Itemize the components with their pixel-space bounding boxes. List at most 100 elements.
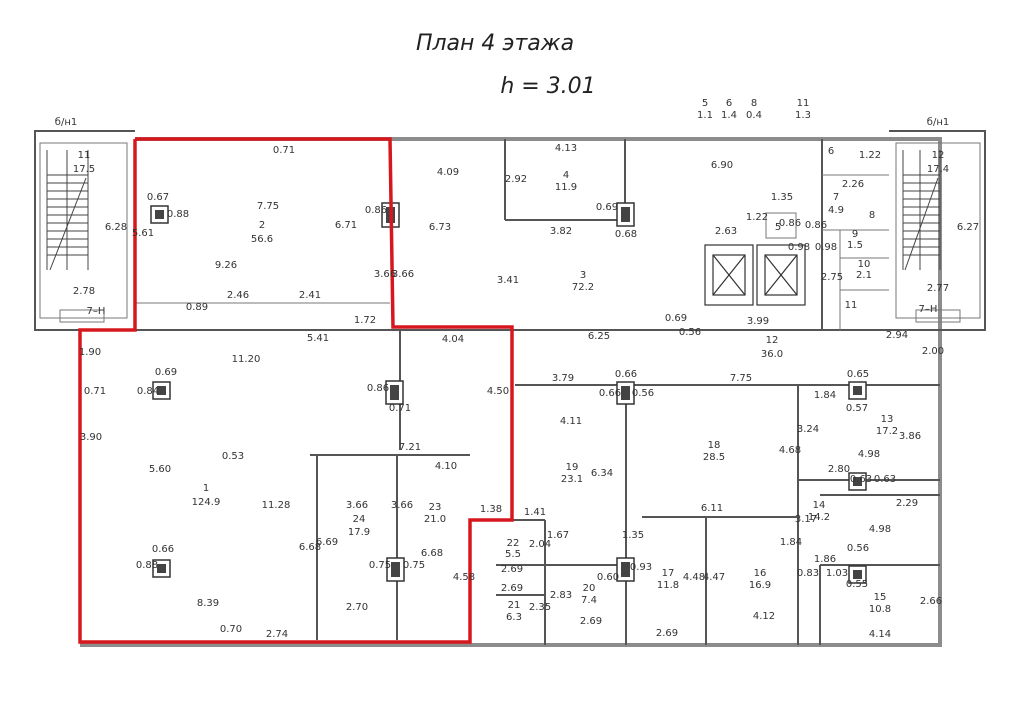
plan-label: 6.28	[105, 222, 127, 233]
plan-label: 11.20	[232, 354, 261, 365]
plan-label: 0.53	[222, 451, 244, 462]
plan-label: 1.22	[746, 212, 768, 223]
plan-label: 4.12	[753, 611, 775, 622]
plan-label: 3	[580, 270, 586, 281]
plan-label: 1.86	[814, 554, 836, 565]
stair-left	[34, 130, 135, 331]
plan-label: 3.99	[747, 316, 769, 327]
plan-label: 3.79	[552, 373, 574, 384]
plan-label: 11	[78, 150, 91, 161]
plan-label: 7.75	[257, 201, 279, 212]
plan-label: 23	[429, 502, 442, 513]
stair-right	[889, 130, 986, 331]
plan-label: 5.41	[307, 333, 329, 344]
plan-label: 18	[708, 440, 721, 451]
plan-label: 4.98	[869, 524, 891, 535]
plan-label: 2.00	[922, 346, 944, 357]
plan-label: 2.70	[346, 602, 368, 613]
plan-label: 9	[852, 229, 858, 240]
plan-label: 0.56	[632, 388, 654, 399]
plan-label: 6.69	[316, 537, 338, 548]
plan-label: 5.60	[149, 464, 171, 475]
plan-label: 4.58	[453, 572, 475, 583]
plan-label: 11.8	[657, 580, 679, 591]
plan-label: 2.74	[266, 629, 288, 640]
plan-label: 0.86	[779, 218, 801, 229]
plan-label: 2.26	[842, 179, 864, 190]
plan-label: 3.66	[392, 269, 414, 280]
plan-label: 6	[828, 146, 834, 157]
plan-label: 0.71	[273, 145, 295, 156]
plan-label: 0.70	[220, 624, 242, 635]
plan-label: 0.88	[136, 560, 158, 571]
plan-label: 4.10	[435, 461, 457, 472]
plan-label: 1.84	[814, 390, 836, 401]
plan-label: 0.75	[369, 560, 391, 571]
plan-label: 6.25	[588, 331, 610, 342]
highlighted-area	[78, 137, 514, 644]
plan-label: 22	[507, 538, 520, 549]
plan-label: 11	[845, 300, 858, 311]
plan-label: 0.56	[847, 543, 869, 554]
plan-label: 21	[508, 600, 521, 611]
interior-walls	[135, 139, 940, 645]
plan-label: 1.5	[847, 240, 863, 251]
plan-label: 0.69	[155, 367, 177, 378]
plan-label: 11.9	[555, 182, 577, 193]
plan-label: 23.1	[561, 474, 583, 485]
plan-label: 72.2	[572, 282, 594, 293]
plan-label: 0.86	[367, 383, 389, 394]
plan-label: 4.13	[555, 143, 577, 154]
plan-label: 0.60	[597, 572, 619, 583]
plan-label: 6.27	[957, 222, 979, 233]
plan-label: 8.39	[197, 598, 219, 609]
plan-label: 4.68	[779, 445, 801, 456]
plan-label: 0.65	[847, 369, 869, 380]
plan-label: 2.94	[886, 330, 908, 341]
plan-label: 36.0	[761, 349, 783, 360]
plan-label: 6.34	[591, 468, 613, 479]
plan-label: 56.6	[251, 234, 273, 245]
plan-label: 2.75	[821, 272, 843, 283]
plan-label: 2.46	[227, 290, 249, 301]
plan-label: 0.98	[815, 242, 837, 253]
plan-label: 12	[932, 150, 945, 161]
plan-label: 5	[775, 222, 781, 233]
plan-label: 4.98	[858, 449, 880, 460]
plan-label: б/н1	[55, 117, 77, 128]
plan-label: 3.66	[346, 500, 368, 511]
plan-label: 28.5	[703, 452, 725, 463]
plan-label: 2.69	[656, 628, 678, 639]
plan-label: 0.75	[403, 560, 425, 571]
plan-label: 1.1	[697, 110, 713, 121]
plan-label: 10.8	[869, 604, 891, 615]
plan-label: 2.78	[73, 286, 95, 297]
plan-label: 3.90	[80, 432, 102, 443]
plan-label: 5	[702, 98, 708, 109]
plan-label: 1.03	[826, 568, 848, 579]
plan-label: 1.3	[795, 110, 811, 121]
plan-label: 10	[858, 259, 871, 270]
plan-label: 2.63	[715, 226, 737, 237]
plan-label: 4	[563, 170, 569, 181]
plan-label: 21.0	[424, 514, 446, 525]
plan-label: 13	[881, 414, 894, 425]
plan-label: 6.71	[335, 220, 357, 231]
plan-label: 2.83	[550, 590, 572, 601]
plan-label: 3.66	[391, 500, 413, 511]
plan-label: 15	[874, 592, 887, 603]
plan-label: 2.1	[856, 270, 872, 281]
plan-label: б/н1	[927, 117, 949, 128]
plan-label: 6.90	[711, 160, 733, 171]
columns	[150, 202, 867, 584]
plan-label: 4.14	[869, 629, 891, 640]
plan-label: 16	[754, 568, 767, 579]
plan-label: 17	[662, 568, 675, 579]
plan-label: 6.3	[506, 612, 522, 623]
plan-label: 1.67	[547, 530, 569, 541]
plan-label: 19	[566, 462, 579, 473]
plan-label: 6.73	[429, 222, 451, 233]
plan-label: 0.57	[846, 403, 868, 414]
plan-label: 2.69	[501, 583, 523, 594]
plan-label: 2.04	[529, 539, 551, 550]
